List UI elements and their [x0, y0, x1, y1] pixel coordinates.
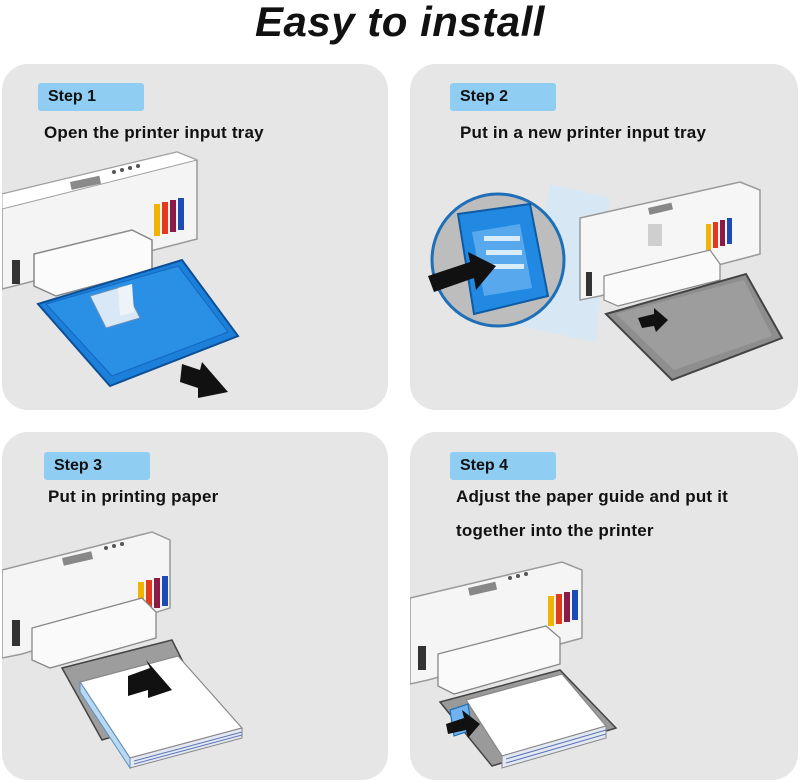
step-1-badge: Step 1 — [38, 83, 144, 111]
step-2-panel: Step 2 Put in a new printer input tray — [410, 64, 798, 410]
step-3-badge: Step 3 — [44, 452, 150, 480]
printer-illustration — [2, 151, 240, 398]
step-2-badge: Step 2 — [450, 83, 556, 111]
printer-illustration — [2, 531, 244, 770]
arrow-icon — [638, 308, 668, 332]
arrow-icon — [180, 362, 228, 398]
step-2-text: Put in a new printer input tray — [460, 123, 707, 142]
step-4-panel: Step 4 Adjust the paper guide and put it… — [410, 432, 798, 780]
page-title: Easy to install — [255, 0, 545, 45]
printer-illustration — [410, 561, 618, 769]
step-1-panel: Step 1 Open the printer input tray — [2, 64, 388, 410]
arrow-icon — [428, 252, 496, 292]
step-3-panel: Step 3 Put in printing paper — [2, 432, 388, 780]
arrow-icon — [128, 660, 172, 698]
step-4-text: Adjust the paper guide and put it togeth… — [456, 487, 728, 540]
step-4-badge: Step 4 — [450, 452, 556, 480]
arrow-icon — [446, 710, 480, 738]
step-3-text: Put in printing paper — [48, 487, 219, 506]
step-1-text: Open the printer input tray — [44, 123, 264, 142]
printer-illustration — [428, 181, 784, 382]
